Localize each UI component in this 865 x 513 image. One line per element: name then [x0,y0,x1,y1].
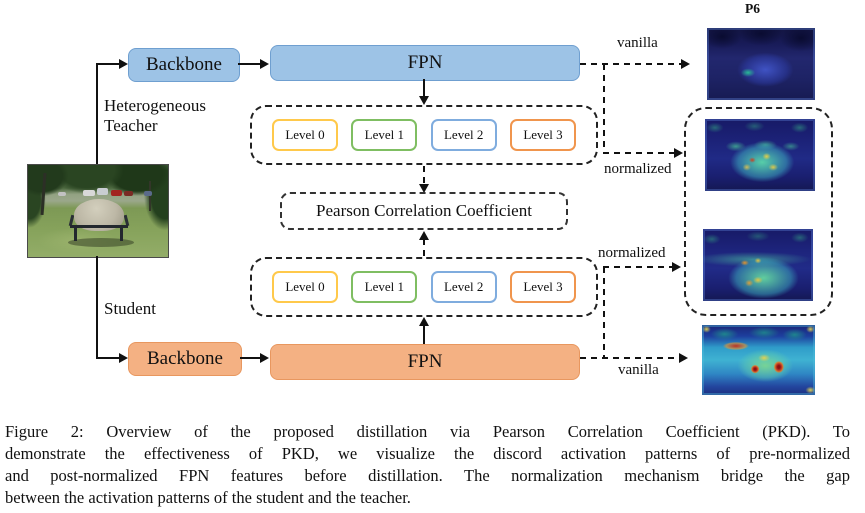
caption-line: and post-normalized FPN features before … [5,466,850,485]
arrowhead [674,148,683,158]
parked-car [124,191,133,196]
student-backbone-label: Backbone [147,348,223,369]
arrowhead [419,231,429,240]
student-input-line [96,357,120,359]
arrowhead [419,96,429,105]
teacher-normalized-line [603,64,605,154]
arrowhead [672,262,681,272]
student-role-label: Student [104,299,156,318]
arrowhead [681,59,690,69]
arrowhead [679,353,688,363]
parked-car [111,190,122,196]
bench-leg [120,227,123,241]
bench-shadow [68,238,134,247]
p6-label: P6 [745,1,760,16]
caption-line: Figure 2: Overview of the proposed disti… [5,422,850,441]
teacher-role-label: Heterogeneous Teacher [104,96,206,135]
arrowhead [119,59,128,69]
pearson-box: Pearson Correlation Coefficient [280,192,568,230]
student-level-3: Level 3 [509,271,576,303]
arrowhead [419,184,429,193]
student-normalized-label: normalized [598,245,666,261]
student-normalized-line [603,266,673,268]
student-fpn-box: FPN [270,344,580,380]
fpn-levels-line [423,79,425,97]
teacher-level-3: Level 3 [509,119,576,151]
heatmap-teacher-normalized [705,119,815,191]
student-levels-container: Level 0 Level 1 Level 2 Level 3 [250,257,598,317]
tree-trunk [40,172,47,216]
teacher-backbone-box: Backbone [128,48,240,82]
fpn-levels-line [423,325,425,344]
teacher-input-line [96,64,98,164]
heatmap-student-normalized [703,229,813,301]
student-fpn-label: FPN [407,351,443,372]
teacher-normalized-line [603,152,675,154]
levels-pearson-line [423,166,425,186]
teacher-vanilla-label: vanilla [617,35,658,51]
teacher-level-0: Level 0 [272,119,338,151]
teacher-backbone-label: Backbone [146,54,222,75]
bench-leg [74,227,77,241]
student-level-1: Level 1 [351,271,418,303]
student-input-line [96,256,98,358]
teacher-levels-container: Level 0 Level 1 Level 2 Level 3 [250,105,598,165]
levels-pearson-line [423,239,425,257]
arrowhead [260,59,269,69]
teacher-level-2: Level 2 [430,119,497,151]
teacher-vanilla-line [580,63,682,65]
heatmap-teacher-vanilla [707,28,815,100]
student-level-0: Level 0 [272,271,338,303]
bench-frame [70,225,128,228]
arrowhead [419,317,429,326]
backbone-fpn-line [238,63,261,65]
teacher-fpn-box: FPN [270,45,580,81]
teacher-normalized-label: normalized [604,161,672,177]
teacher-fpn-label: FPN [407,52,443,73]
input-photo [27,164,169,258]
student-level-2: Level 2 [430,271,497,303]
student-normalized-line [603,267,605,358]
parked-car [58,192,66,196]
backbone-fpn-line [240,357,261,359]
caption-line: demonstrate the effectiveness of PKD, we… [5,444,850,463]
heatmap-student-vanilla [702,325,815,395]
figure-caption: Figure 2: Overview of the proposed disti… [5,421,850,509]
arrowhead [260,353,269,363]
caption-line: between the activation patterns of the s… [5,488,411,507]
normalized-heatmaps-container [684,107,833,316]
parked-car [83,190,95,196]
teacher-level-1: Level 1 [351,119,418,151]
student-vanilla-label: vanilla [618,362,659,378]
pearson-label: Pearson Correlation Coefficient [316,201,532,220]
parked-car [144,191,152,196]
student-vanilla-line [580,357,680,359]
teacher-input-line [96,63,120,65]
parked-car [97,188,108,195]
tree-trunk [149,181,151,211]
student-backbone-box: Backbone [128,342,242,376]
arrowhead [119,353,128,363]
